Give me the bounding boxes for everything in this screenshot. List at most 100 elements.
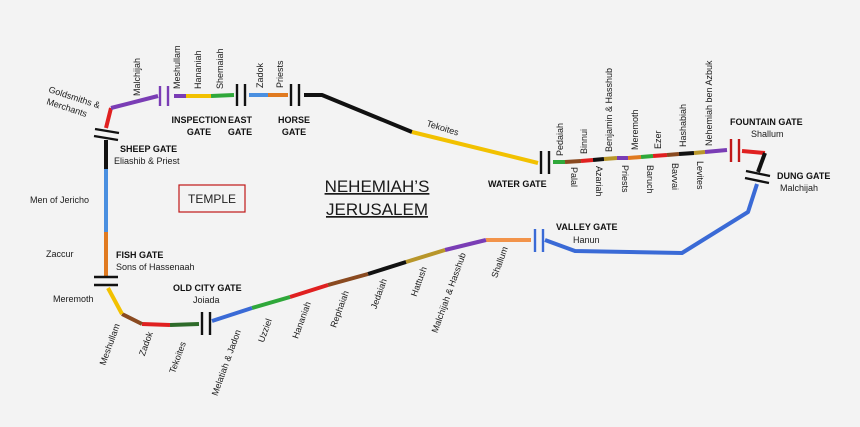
sheep-gate-builder: Eliashib & Priest	[114, 156, 180, 166]
fish-gate-marker	[94, 275, 118, 287]
wall-segment-tekoites-bottom	[169, 322, 200, 327]
wall-segment-ezer	[640, 154, 654, 159]
wall-segment-malchijah	[110, 94, 159, 110]
map-title-line2: JERUSALEM	[326, 200, 428, 219]
label-levites: Levites	[695, 161, 705, 190]
label-hattush: Hattush	[409, 265, 429, 298]
wall-segment-hattush	[405, 248, 446, 264]
label-malchijah-hasshub: Malchijah & Hasshub	[430, 251, 468, 334]
map-title-line1: NEHEMIAH’S	[325, 177, 430, 196]
wall-segment-baruch	[652, 153, 668, 158]
fountain-gate-label: FOUNTAIN GATE	[730, 117, 803, 127]
wall-segment-hashabiah	[666, 152, 680, 157]
label-benjamin-hasshub: Benjamin & Hasshub	[604, 68, 614, 152]
valley-gate-marker	[533, 229, 545, 252]
wall-segment-horse-black	[304, 93, 413, 134]
fish-gate-label: FISH GATE	[116, 250, 163, 260]
wall-segment-nehemiah	[704, 148, 728, 154]
label-tekoites-bottom: Tekoites	[167, 340, 188, 375]
fountain-gate-builder: Shallum	[751, 129, 784, 139]
wall-segment-tekoites	[411, 130, 539, 165]
label-uzziel: Uzziel	[256, 317, 274, 343]
inspection-gate-marker	[158, 86, 170, 106]
label-ezer: Ezer	[653, 130, 663, 149]
sheep-gate-marker	[93, 127, 120, 142]
wall-segment-meshullam-bottom	[121, 312, 143, 326]
label-zadok-bottom: Zadok	[137, 330, 155, 357]
old-city-gate-label: OLD CITY GATE	[173, 283, 242, 293]
label-meshullam-bottom: Meshullam	[98, 322, 122, 366]
wall-path	[104, 93, 767, 327]
dung-gate-marker	[744, 169, 771, 185]
label-men-of-jericho: Men of Jericho	[30, 195, 89, 205]
horse-gate-label-1: HORSE	[278, 115, 310, 125]
label-zaccur: Zaccur	[46, 249, 74, 259]
label-bavvai: Bavvai	[670, 163, 680, 190]
label-azariah: Azariah	[594, 166, 604, 197]
dung-gate-label: DUNG GATE	[777, 171, 830, 181]
label-jedaiah: Jedaiah	[369, 277, 389, 310]
wall-segment-melatiah	[211, 306, 253, 323]
old-city-gate-marker	[200, 312, 212, 335]
east-gate-label-2: GATE	[228, 127, 252, 137]
east-gate-label-1: EAST	[228, 115, 253, 125]
label-binnui: Binnui	[579, 129, 589, 154]
label-malchijah: Malchijah	[132, 58, 142, 96]
wall-segment-fountain-dung	[756, 152, 767, 173]
wall-segment-dung-valley	[544, 183, 759, 255]
label-meremoth-top: Meremoth	[630, 109, 640, 150]
label-zadok-top: Zadok	[255, 62, 265, 88]
label-hananiah-top: Hananiah	[193, 50, 203, 89]
label-priests-top: Priests	[275, 60, 285, 88]
wall-segment-meremoth-left	[106, 287, 124, 315]
wall-segment-binnui	[580, 158, 594, 163]
wall-segment-azariah	[592, 157, 605, 162]
wall-segment-benjamin	[603, 156, 618, 161]
valley-gate-builder: Hanun	[573, 235, 600, 245]
label-shemaiah: Shemaiah	[215, 48, 225, 89]
wall-segment-bavvai	[678, 151, 695, 156]
water-gate-label: WATER GATE	[488, 179, 547, 189]
label-meshullam-top: Meshullam	[172, 45, 182, 89]
temple-label: TEMPLE	[188, 192, 236, 206]
wall-segment-rephaiah	[327, 272, 369, 287]
wall-segment-zadok-bottom	[141, 322, 171, 327]
water-gate-marker	[539, 151, 551, 174]
inspection-gate-label-1: INSPECTION	[171, 115, 226, 125]
wall-segment-meremoth-top	[627, 155, 642, 160]
wall-segment-hananiah-bottom	[289, 283, 329, 299]
dung-gate-builder: Malchijah	[780, 183, 818, 193]
wall-segment-shallum-fountain	[741, 149, 766, 155]
label-shallum-bottom: Shallum	[489, 245, 510, 279]
label-baruch: Baruch	[645, 165, 655, 194]
label-priests-mid: Priests	[620, 165, 630, 193]
label-pedaiah: Pedaiah	[555, 123, 565, 156]
wall-segment-jedaiah	[367, 260, 407, 276]
horse-gate-label-2: GATE	[282, 127, 306, 137]
label-hashabiah: Hashabiah	[678, 104, 688, 147]
gate-markers	[93, 84, 771, 335]
wall-segment-shemaiah	[210, 93, 235, 98]
label-palal: Palal	[569, 167, 579, 187]
label-rephaiah: Rephaiah	[328, 289, 351, 329]
old-city-gate-builder: Joiada	[193, 295, 220, 305]
wall-segment-palal	[564, 159, 582, 164]
wall-segment-uzziel	[251, 295, 291, 310]
label-meremoth-left: Meremoth	[53, 294, 94, 304]
temple-box	[178, 184, 246, 213]
label-nehemiah-azbuk: Nehemiah ben Azbuk	[704, 60, 714, 146]
wall-segment-goldsmiths	[104, 107, 113, 129]
wall-segment-malchijah-hasshub	[444, 238, 487, 252]
inspection-gate-label-2: GATE	[187, 127, 211, 137]
horse-gate-marker	[289, 84, 301, 106]
valley-gate-label: VALLEY GATE	[556, 222, 618, 232]
fish-gate-builder: Sons of Hassenaah	[116, 262, 195, 272]
label-hananiah-bottom: Hananiah	[290, 300, 313, 340]
fountain-gate-marker	[729, 139, 741, 162]
east-gate-marker	[235, 84, 247, 106]
wall-segment-levites	[693, 150, 706, 155]
sheep-gate-label: SHEEP GATE	[120, 144, 177, 154]
label-melatiah-jadon: Melatiah & Jadon	[210, 328, 243, 397]
